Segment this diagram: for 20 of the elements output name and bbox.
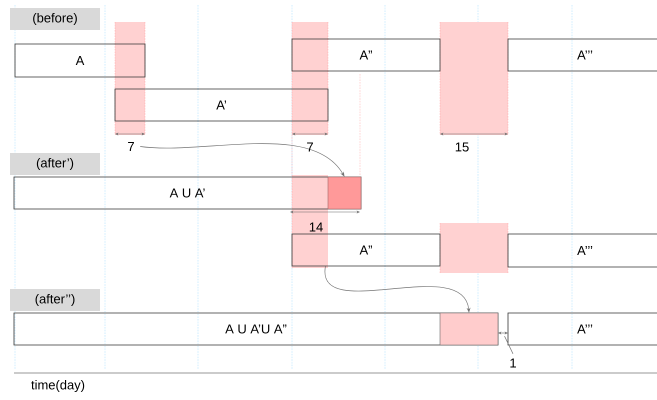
- dimension-label: 15: [456, 142, 469, 152]
- overlap-box: [328, 176, 362, 210]
- section-tag: (before): [10, 8, 100, 30]
- interval-bar: A”: [292, 38, 440, 72]
- dimension-label: 1: [510, 358, 516, 368]
- overlap-box: [440, 312, 498, 346]
- interval-bar: A’’’: [508, 312, 657, 346]
- interval-bar: A’: [114, 88, 328, 122]
- section-tag: (after’): [10, 153, 100, 175]
- interval-bar: A’’’: [508, 38, 657, 72]
- dimension-label: 7: [128, 142, 134, 151]
- dimension-label: 14: [310, 222, 323, 232]
- dimension-label: 7: [307, 142, 313, 152]
- interval-bar: A”: [292, 234, 440, 266]
- dimension-line: [498, 331, 508, 335]
- section-tag: (after’’): [10, 289, 100, 311]
- axis-label: time(day): [31, 380, 84, 392]
- interval-bar: A: [14, 44, 146, 78]
- leader-line: [504, 336, 514, 354]
- interval-bar: A’’’: [508, 234, 657, 268]
